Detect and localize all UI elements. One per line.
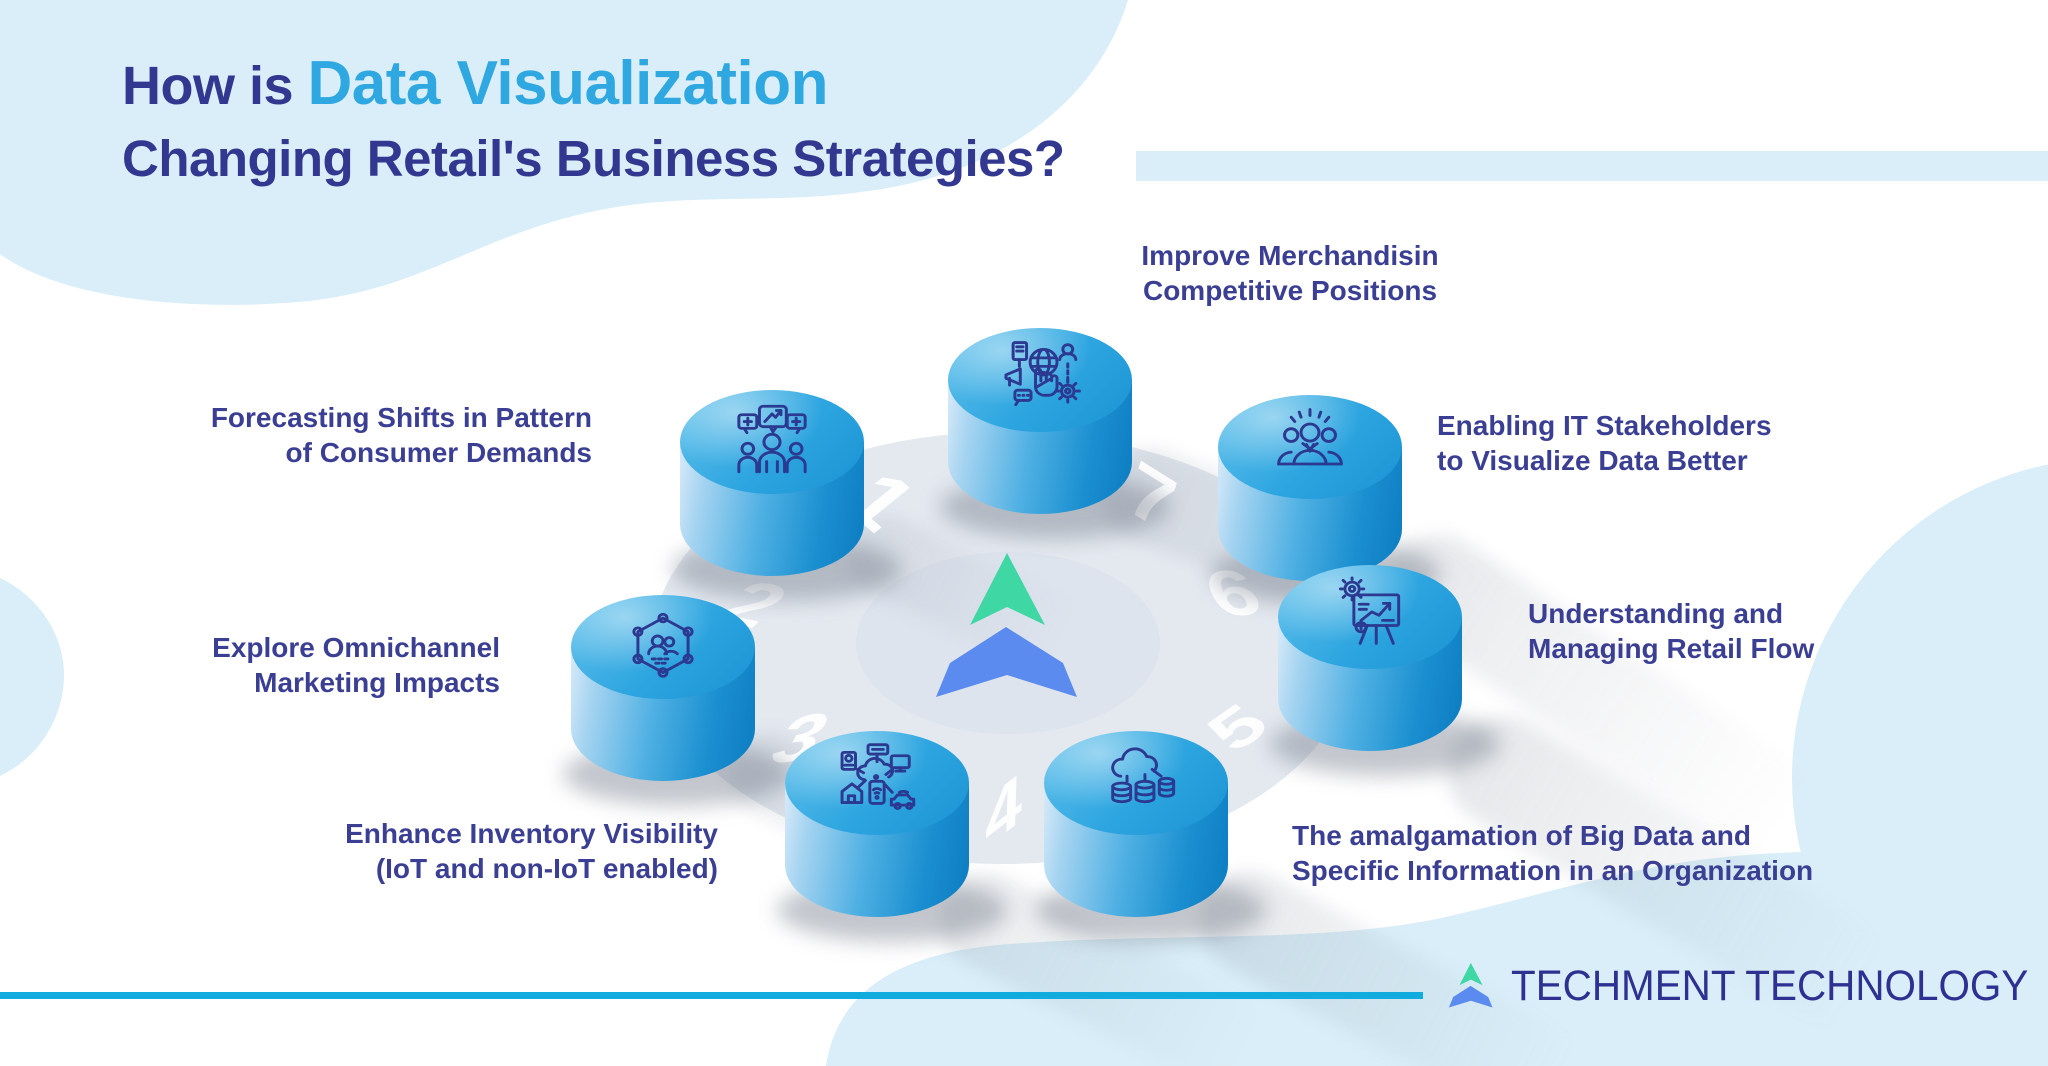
- retail-flow-presentation-icon: [1311, 576, 1429, 658]
- bottom-right-blob: [826, 846, 2048, 1066]
- logo-green-arrow: [970, 553, 1045, 625]
- title-highlight: Data Visualization: [307, 49, 829, 118]
- title-prefix: How is: [122, 56, 308, 116]
- label-retail-flow: Understanding and Managing Retail Flow: [1528, 598, 1815, 664]
- label-merchandising: Improve Merchandisin Competitive Positio…: [1141, 240, 1439, 306]
- page-title: How is Data Visualization Changing Retai…: [122, 48, 1065, 188]
- label-inventory: Enhance Inventory Visibility (IoT and no…: [345, 818, 718, 884]
- omnichannel-network-icon: [604, 606, 722, 688]
- cylinder-merchandising: [948, 328, 1132, 516]
- consumer-demand-forecast-icon: [713, 401, 831, 483]
- label-amalgamation: The amalgamation of Big Data and Specifi…: [1292, 820, 1814, 886]
- title-line-1: How is Data Visualization: [122, 48, 1065, 119]
- it-stakeholders-team-icon: [1251, 406, 1369, 488]
- big-data-cloud-database-icon: [1077, 742, 1195, 824]
- merchandising-globe-hand-icon: [981, 339, 1099, 421]
- techment-logo-icon: [1448, 962, 1493, 1008]
- cylinder-iot-inventory: [785, 731, 969, 919]
- title-line-2: Changing Retail's Business Strategies?: [122, 130, 1065, 187]
- cylinder-retail-flow: [1278, 565, 1462, 753]
- cylinder-forecasting: [680, 390, 864, 578]
- label-omnichannel: Explore Omnichannel Marketing Impacts: [212, 632, 500, 698]
- cylinder-big-data: [1044, 731, 1228, 919]
- left-edge-blob: [0, 578, 64, 776]
- cyan-divider-line: [0, 992, 1423, 999]
- techment-center-logo: [936, 553, 1077, 697]
- brand-name: TECHMENT TECHNOLOGY: [1511, 961, 2029, 1010]
- label-forecasting: Forecasting Shifts in Pattern of Consume…: [210, 402, 592, 468]
- iot-devices-icon: [818, 742, 936, 824]
- cylinder-stakeholders: [1218, 395, 1402, 583]
- topleft-blob: [0, 0, 1128, 305]
- brand-lockup: TECHMENT TECHNOLOGY: [1447, 955, 2048, 1017]
- logo-blue-chevron: [936, 627, 1077, 697]
- title-side-bar: [1136, 151, 2048, 181]
- cylinder-omnichannel: [571, 595, 755, 783]
- label-stakeholders: Enabling IT Stakeholders to Visualize Da…: [1437, 410, 1772, 476]
